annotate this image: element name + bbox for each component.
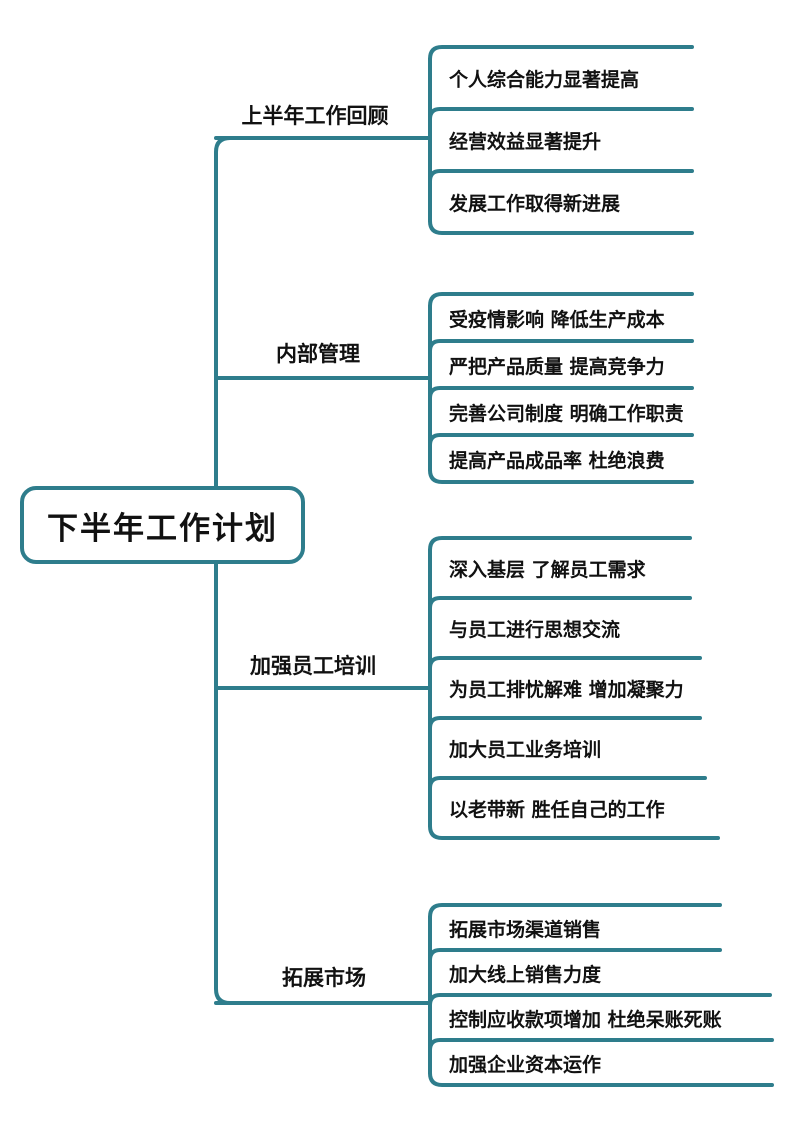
branch-label: 上半年工作回顾 [241,104,389,128]
leaf-label: 以老带新 胜任自己的工作 [449,799,665,821]
leaf-label: 经营效益显著提升 [449,131,602,153]
leaf-label: 发展工作取得新进展 [449,193,621,215]
leaf-separator-line [428,292,694,308]
trunk-line [214,136,232,1005]
branch-label: 拓展市场 [282,966,366,990]
leaf-separator-line [428,1071,774,1087]
leaf-label: 控制应收款项增加 杜绝呆账死账 [449,1008,722,1031]
branch-label: 内部管理 [276,342,360,366]
leaf-separator-line [428,219,694,235]
leaf-label: 加强企业资本运作 [449,1053,602,1076]
leaf-label: 深入基层 了解员工需求 [449,559,646,581]
leaf-label: 受疫情影响 降低生产成本 [449,308,665,331]
leaf-separator-line [428,1038,774,1052]
leaf-separator-line [428,536,692,552]
leaf-separator-line [428,107,694,121]
leaf-label: 拓展市场渠道销售 [449,918,602,941]
leaf-separator-line [428,596,692,610]
leaf-label: 完善公司制度 明确工作职责 [449,402,684,425]
leaf-separator-line [428,45,694,61]
leaf-label: 个人综合能力显著提高 [449,69,640,91]
leaf-label: 加大线上销售力度 [449,963,602,986]
leaf-separator-line [428,339,694,353]
leaf-separator-line [428,386,694,400]
root-label: 下半年工作计划 [47,510,278,547]
leaf-separator-line [428,716,702,730]
leaf-label: 严把产品质量 提高竞争力 [449,355,665,378]
root-node: 下半年工作计划 [20,486,305,564]
leaf-separator-line [428,468,694,484]
leaf-separator-line [428,169,694,183]
leaf-separator-line [428,903,722,919]
leaf-separator-line [428,824,720,840]
leaf-label: 提高产品成品率 杜绝浪费 [449,449,665,472]
leaf-label: 加大员工业务培训 [449,739,602,761]
leaf-label: 与员工进行思想交流 [449,619,621,641]
leaf-separator-line [428,776,707,790]
leaf-separator-line [428,993,772,1007]
leaf-separator-line [428,433,694,447]
leaf-separator-line [428,656,702,670]
leaf-label: 为员工排忧解难 增加凝聚力 [449,679,684,701]
leaf-separator-line [428,948,722,962]
branch-label: 加强员工培训 [250,654,376,678]
